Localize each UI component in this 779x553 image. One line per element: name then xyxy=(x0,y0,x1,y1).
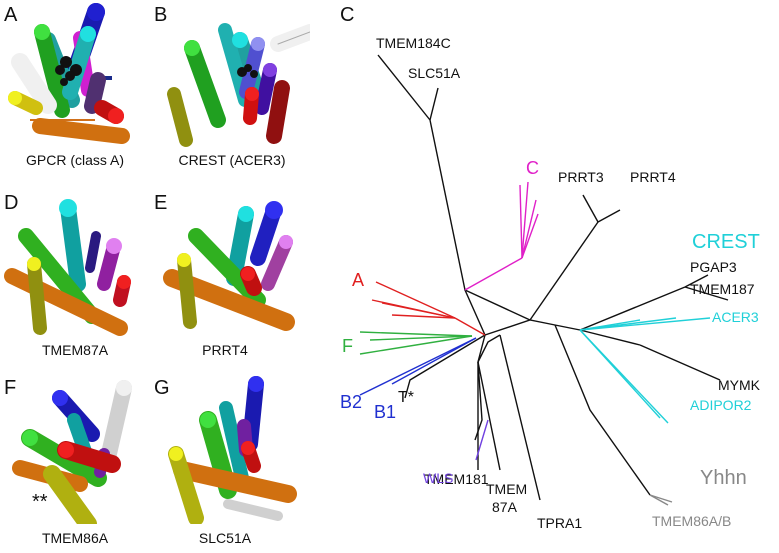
label-tmem87a-line1: TMEM xyxy=(486,481,527,497)
caption-e: PRRT4 xyxy=(202,342,248,358)
label-slc51a: SLC51A xyxy=(408,65,461,81)
label-tmem187: TMEM187 xyxy=(690,281,755,297)
label-tstar: T* xyxy=(398,389,414,406)
panel-letter-d: D xyxy=(4,192,19,214)
caption-a: GPCR (class A) xyxy=(25,152,124,168)
caption-g: SLC51A xyxy=(198,530,252,546)
label-mymk: MYMK xyxy=(718,377,761,393)
panel-letter-e: E xyxy=(154,192,168,214)
label-adipor2: ADIPOR2 xyxy=(690,397,752,413)
structure-b xyxy=(167,23,310,147)
panel-letter-g: G xyxy=(154,377,170,399)
panel-letter-c: C xyxy=(340,4,355,26)
phylogenetic-tree: TMEM184C SLC51A PRRT3 PRRT4 PGAP3 TMEM18… xyxy=(340,35,761,531)
label-tmem181: TMEM181 xyxy=(424,471,489,487)
structure-d xyxy=(4,199,131,336)
label-clade-f: F xyxy=(342,336,353,356)
label-tmem87a-line2: 87A xyxy=(492,499,518,515)
structure-a xyxy=(8,3,130,144)
label-crest: CREST xyxy=(692,231,760,253)
label-tmem86ab: TMEM86A/B xyxy=(652,513,731,529)
label-tmem184c: TMEM184C xyxy=(376,35,451,51)
label-clade-c: C xyxy=(526,158,539,178)
panel-letter-f: F xyxy=(4,377,17,399)
label-prrt4: PRRT4 xyxy=(630,169,676,185)
panel-letter-b: B xyxy=(154,4,168,26)
caption-b: CREST (ACER3) xyxy=(178,152,286,168)
label-yhhn: Yhhn xyxy=(700,467,747,489)
caption-f: TMEM86A xyxy=(41,530,109,546)
structure-e xyxy=(163,201,295,331)
label-wls: WLS xyxy=(423,470,453,486)
marker-double-asterisk: ** xyxy=(32,491,48,513)
label-clade-b1: B1 xyxy=(374,402,396,422)
panel-letter-a: A xyxy=(4,4,18,26)
label-pgap3: PGAP3 xyxy=(690,259,737,275)
label-acer3: ACER3 xyxy=(712,309,759,325)
structure-f: ** xyxy=(12,380,132,524)
label-tpra1: TPRA1 xyxy=(537,515,582,531)
structure-g xyxy=(168,376,297,524)
label-clade-b2: B2 xyxy=(340,392,362,412)
caption-d: TMEM87A xyxy=(41,342,109,358)
label-prrt3: PRRT3 xyxy=(558,169,604,185)
label-clade-a: A xyxy=(352,270,364,290)
